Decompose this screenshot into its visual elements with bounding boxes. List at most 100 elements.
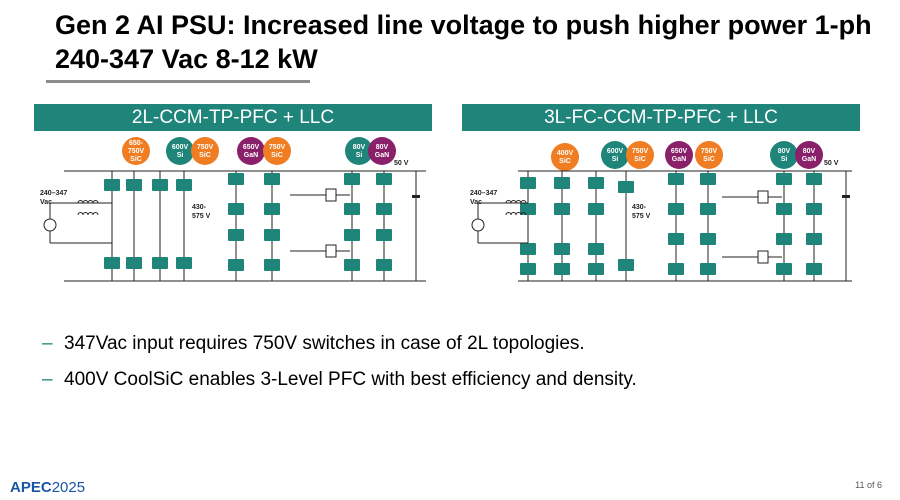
switch-symbol xyxy=(152,179,168,191)
badge-label: 80V xyxy=(376,144,389,151)
switch-symbol xyxy=(776,233,792,245)
badge-circle xyxy=(770,141,798,169)
switch-symbol xyxy=(228,203,244,215)
switch-symbol xyxy=(776,203,792,215)
switch-symbol xyxy=(806,263,822,275)
switch-symbol xyxy=(152,257,168,269)
badge-label: SiC xyxy=(634,156,646,163)
switch-symbol xyxy=(588,263,604,275)
badge-label: 650V xyxy=(243,144,260,151)
badge-label: GaN xyxy=(375,152,389,159)
inductor-symbol xyxy=(520,200,527,204)
transformer-symbol xyxy=(325,188,337,202)
input-voltage-label: 240–347 xyxy=(40,190,67,197)
title-underline xyxy=(46,80,310,83)
switch-symbol xyxy=(520,203,536,215)
switch-symbol xyxy=(520,177,536,189)
slide-title: Gen 2 AI PSU: Increased line voltage to … xyxy=(55,10,872,74)
capacitor-symbol xyxy=(412,195,420,198)
bus-voltage-label: 430- xyxy=(192,204,207,211)
switch-symbol xyxy=(554,243,570,255)
switch-symbol xyxy=(126,179,142,191)
badge-label: SiC xyxy=(271,152,283,159)
badge-label: GaN xyxy=(802,156,816,163)
badge-label: 650- xyxy=(129,140,144,147)
transformer-symbol xyxy=(757,250,769,264)
bullet-list: – 347Vac input requires 750V switches in… xyxy=(42,333,637,405)
switch-symbol xyxy=(700,173,716,185)
inductor-symbol xyxy=(92,200,99,204)
switch-symbol xyxy=(618,259,634,271)
switch-symbol xyxy=(668,203,684,215)
badge-circle xyxy=(626,141,654,169)
switch-symbol xyxy=(264,259,280,271)
output-voltage-label: 50 V xyxy=(394,160,409,167)
output-voltage-label: 50 V xyxy=(824,160,839,167)
switch-symbol xyxy=(588,177,604,189)
input-voltage-unit: Vac xyxy=(40,199,52,206)
switch-symbol xyxy=(264,173,280,185)
inductor-symbol xyxy=(92,212,99,216)
badge-label: 600V xyxy=(607,148,624,155)
right-panel-header: 3L-FC-CCM-TP-PFC + LLC xyxy=(462,104,860,131)
badge-circle xyxy=(368,137,396,165)
switch-symbol xyxy=(376,229,392,241)
badge-circle xyxy=(695,141,723,169)
switch-symbol xyxy=(228,173,244,185)
switch-symbol xyxy=(588,203,604,215)
badge-label: 600V xyxy=(172,144,189,151)
switch-symbol xyxy=(700,263,716,275)
switch-symbol xyxy=(520,243,536,255)
switch-symbol xyxy=(668,263,684,275)
badge-circle xyxy=(551,143,579,171)
badge-label: Si xyxy=(356,152,363,159)
switch-symbol xyxy=(776,173,792,185)
badge-label: 750V xyxy=(128,148,145,155)
badge-circle xyxy=(263,137,291,165)
badge-label: SiC xyxy=(559,158,571,165)
switch-symbol xyxy=(554,177,570,189)
transformer-symbol xyxy=(757,190,769,204)
switch-symbol xyxy=(176,257,192,269)
page-number: 11 of 6 xyxy=(855,480,882,490)
switch-symbol xyxy=(376,173,392,185)
bullet-item: – 347Vac input requires 750V switches in… xyxy=(42,333,637,355)
switch-symbol xyxy=(228,259,244,271)
bus-voltage-unit: 575 V xyxy=(192,213,211,220)
badge-circle xyxy=(795,141,823,169)
switch-symbol xyxy=(176,179,192,191)
bullet-item: – 400V CoolSiC enables 3-Level PFC with … xyxy=(42,369,637,391)
bullet-text: 400V CoolSiC enables 3-Level PFC with be… xyxy=(64,369,637,390)
switch-symbol xyxy=(264,203,280,215)
bus-voltage-unit: 575 V xyxy=(632,213,651,220)
badge-circle xyxy=(345,137,373,165)
badge-circle xyxy=(191,137,219,165)
switch-symbol xyxy=(700,203,716,215)
switch-symbol xyxy=(228,229,244,241)
switch-symbol xyxy=(264,229,280,241)
badge-label: 80V xyxy=(353,144,366,151)
badge-label: 750V xyxy=(701,148,718,155)
switch-symbol xyxy=(554,203,570,215)
badge-circle xyxy=(665,141,693,169)
apec-logo: APEC2025 xyxy=(10,479,85,496)
switch-symbol xyxy=(344,229,360,241)
switch-symbol xyxy=(344,203,360,215)
bullet-dash: – xyxy=(42,369,53,390)
inductor-symbol xyxy=(77,212,84,216)
badge-label: 650V xyxy=(671,148,688,155)
badge-circle xyxy=(122,137,150,165)
badge-label: 80V xyxy=(803,148,816,155)
switch-symbol xyxy=(376,203,392,215)
switch-symbol xyxy=(104,257,120,269)
switch-symbol xyxy=(618,181,634,193)
logo-year: 2025 xyxy=(51,479,86,496)
ac-source-symbol xyxy=(43,218,57,232)
switch-symbol xyxy=(806,233,822,245)
inductor-symbol xyxy=(82,212,89,216)
switch-symbol xyxy=(344,173,360,185)
badge-label: Si xyxy=(177,152,184,159)
capacitor-symbol xyxy=(842,195,850,198)
